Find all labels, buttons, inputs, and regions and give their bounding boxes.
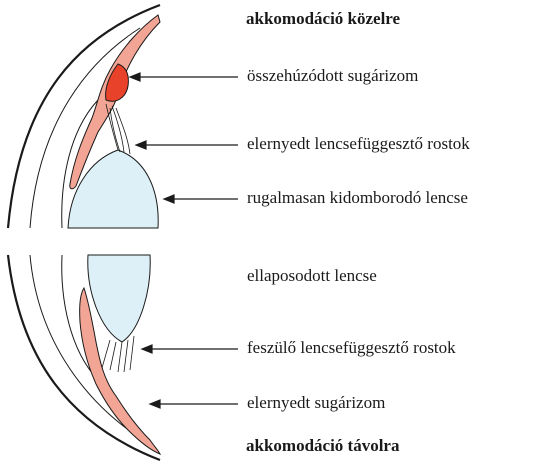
- tense-zonule-fibers: [102, 336, 134, 372]
- label-tense-zonule-fibers: feszülő lencsefüggesztő rostok: [247, 338, 456, 358]
- pointer-arrows: [130, 73, 238, 408]
- label-relaxed-zonule-fibers: elernyedt lencsefüggesztő rostok: [247, 134, 470, 154]
- header-near-accommodation: akkomodáció közelre: [246, 9, 400, 29]
- label-relaxed-ciliary-muscle: elernyedt sugárizom: [247, 393, 385, 413]
- label-bulging-lens: rugalmasan kidomborodó lencse: [247, 188, 468, 208]
- contracted-ciliary-muscle: [106, 64, 129, 101]
- header-far-accommodation: akkomodáció távolra: [246, 436, 399, 456]
- label-contracted-ciliary-muscle: összehúzódott sugárizom: [247, 66, 418, 86]
- label-flattened-lens: ellaposodott lencse: [247, 266, 377, 286]
- flattened-lens: [88, 255, 150, 342]
